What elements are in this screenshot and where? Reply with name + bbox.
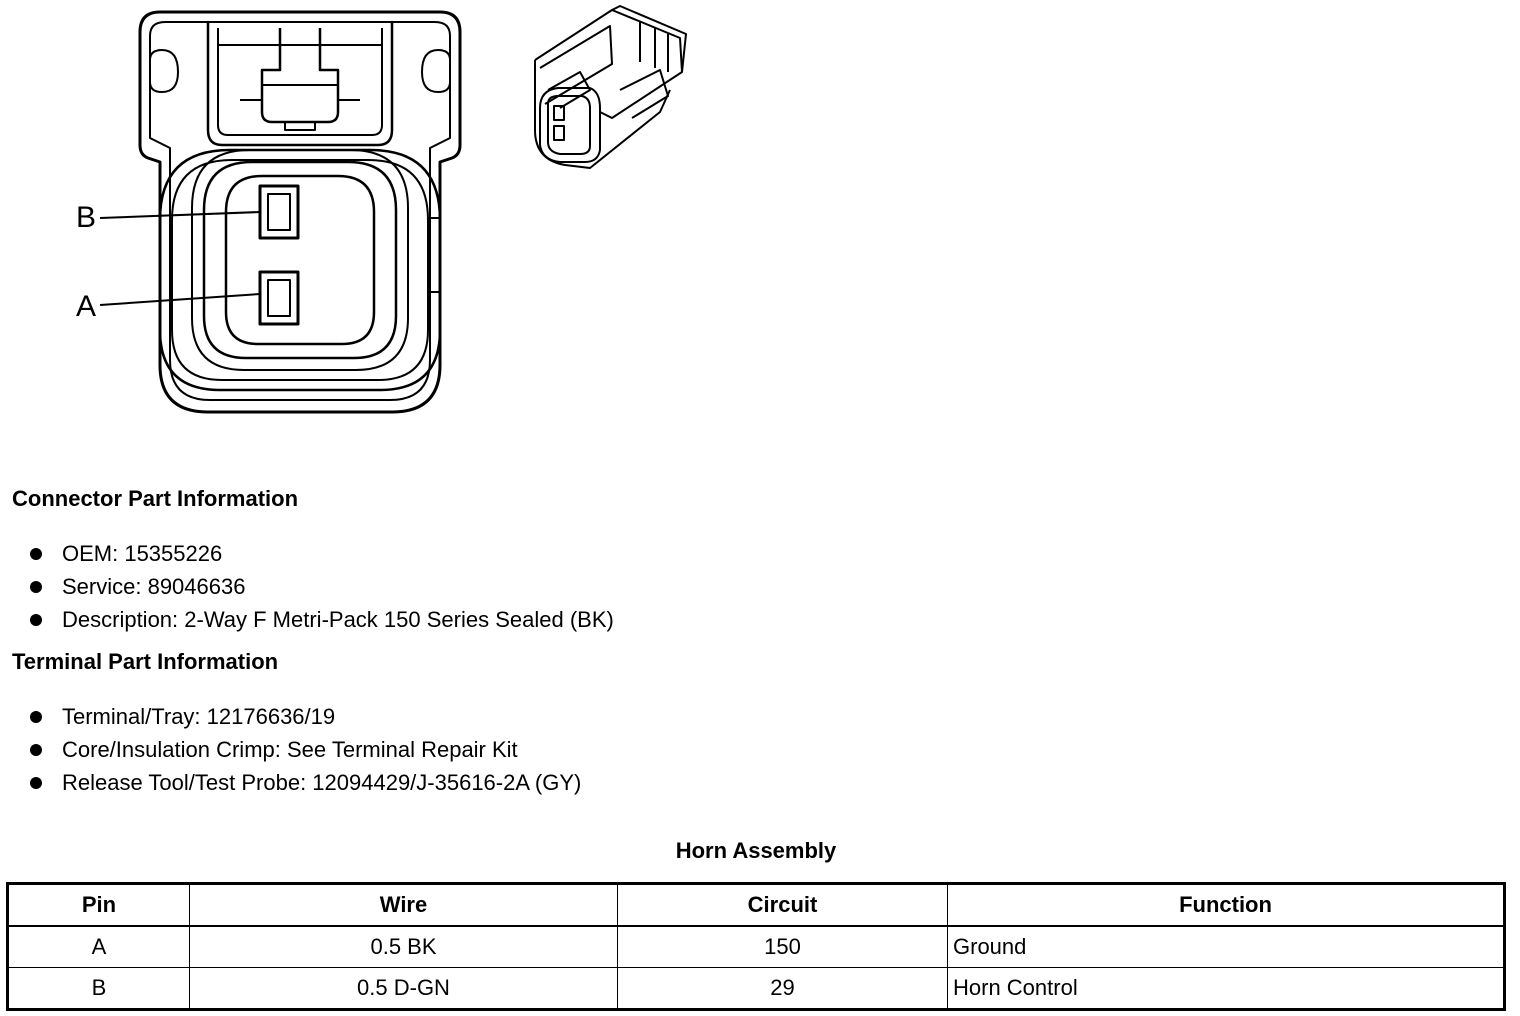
list-item: Release Tool/Test Probe: 12094429/J-3561… [30, 770, 581, 803]
connector-part-info-list: OEM: 15355226 Service: 89046636 Descript… [30, 541, 614, 640]
cell-function: Ground [947, 925, 1505, 968]
cell-circuit: 29 [617, 967, 948, 1010]
cell-function: Horn Control [947, 967, 1505, 1010]
column-header-wire: Wire [189, 883, 618, 927]
table-row: B 0.5 D-GN 29 Horn Control [7, 967, 1505, 1010]
column-header-function: Function [947, 883, 1505, 927]
cell-pin: B [7, 967, 190, 1010]
pin-a-label: A [76, 290, 97, 323]
cell-wire: 0.5 BK [189, 925, 618, 968]
pin-a-leader [99, 293, 261, 306]
pin-b-leader [99, 211, 261, 219]
terminal-part-info-list: Terminal/Tray: 12176636/19 Core/Insulati… [30, 704, 581, 803]
terminal-part-info-heading: Terminal Part Information [12, 649, 279, 674]
table-header-row: Pin Wire Circuit Function [7, 883, 1505, 927]
table-title: Horn Assembly [675, 838, 837, 863]
cell-pin: A [7, 925, 190, 968]
table-row: A 0.5 BK 150 Ground [7, 925, 1505, 968]
connector-iso-view [534, 5, 687, 169]
pin-b-label: B [76, 201, 97, 234]
pin-table: Pin Wire Circuit Function A 0.5 BK 150 G… [6, 882, 1506, 1011]
column-header-pin: Pin [7, 883, 190, 927]
list-item: Core/Insulation Crimp: See Terminal Repa… [30, 737, 581, 770]
connector-diagram: B A [0, 0, 720, 430]
column-header-circuit: Circuit [617, 883, 948, 927]
list-item: OEM: 15355226 [30, 541, 614, 574]
list-item: Description: 2-Way F Metri-Pack 150 Seri… [30, 607, 614, 640]
cell-wire: 0.5 D-GN [189, 967, 618, 1010]
list-item: Service: 89046636 [30, 574, 614, 607]
connector-face-drawing [99, 5, 687, 414]
cell-circuit: 150 [617, 925, 948, 968]
list-item: Terminal/Tray: 12176636/19 [30, 704, 581, 737]
connector-part-info-heading: Connector Part Information [12, 486, 299, 511]
